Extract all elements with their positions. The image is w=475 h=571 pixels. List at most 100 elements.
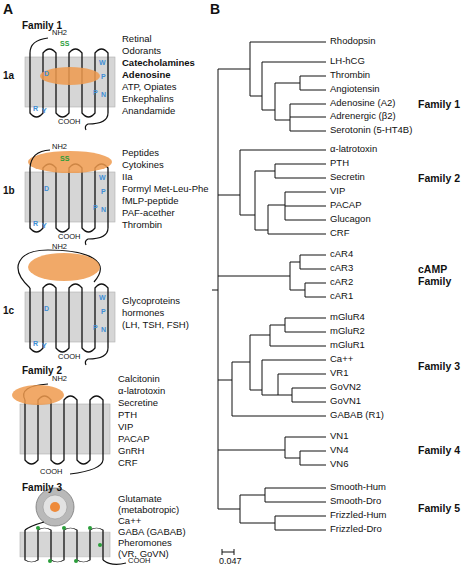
tree-leaf-label: cAR2 — [330, 277, 353, 287]
ligand-name: Glycoproteins — [122, 296, 180, 306]
subfamily-label: 1c — [3, 305, 14, 316]
tree-leaf-label: PTH — [330, 158, 349, 168]
terminus-label: COOH — [58, 233, 81, 241]
ligand-site — [12, 385, 64, 405]
tree-leaf-label: Serotonin (5-HT4B) — [330, 125, 412, 135]
receptor-7tm — [25, 49, 115, 117]
receptor-7tm — [25, 164, 115, 232]
ligand-name: Adenosine — [122, 70, 171, 80]
ligand-site — [28, 151, 112, 173]
residue-letter: D — [44, 305, 49, 313]
panel-letter: B — [210, 2, 220, 17]
ligand-name: fMLP-peptide — [122, 196, 179, 206]
terminus-label: COOH — [128, 557, 151, 565]
tree-leaf-label: mGluR4 — [330, 312, 365, 322]
ligand-name: GABA (GABAB) — [118, 527, 186, 537]
family-label: Family 5 — [418, 503, 460, 515]
ligand-name: Calcitonin — [118, 374, 160, 384]
ligand-site — [40, 67, 100, 85]
tree-leaf-label: GoVN2 — [330, 382, 361, 392]
family-label: Family 4 — [418, 445, 460, 457]
tree-leaf-label: Smooth-Dro — [330, 496, 381, 506]
tree-leaf-label: PACAP — [330, 200, 362, 210]
tree-leaf-label: VIP — [330, 186, 345, 196]
ligand-name: Odorants — [122, 46, 161, 56]
residue-letter: R — [33, 340, 38, 348]
terminus-label: COOH — [58, 118, 81, 126]
ligand-name: Catecholamines — [122, 58, 195, 68]
tree-leaf-label: Frizzled-Dro — [330, 524, 382, 534]
residue-letter: W — [99, 59, 106, 67]
ligand-name: PACAP — [118, 434, 150, 444]
tree-leaf-label: Glucagon — [330, 214, 371, 224]
scale-bar — [222, 549, 234, 555]
ligand-name: Glutamate — [118, 494, 162, 504]
residue-letter: R — [33, 220, 38, 228]
ligand-name: Anandamide — [122, 106, 175, 116]
ligand-name: Secretine — [118, 398, 158, 408]
residue-letter: N — [101, 326, 106, 334]
subfamily-label: 1b — [3, 185, 15, 196]
terminus-label: COOH — [58, 353, 81, 361]
terminus-label: COOH — [40, 468, 63, 476]
tree-leaf-label: Ca++ — [330, 354, 353, 364]
ligand-name: Cytokines — [122, 160, 164, 170]
receptor-7tm — [20, 528, 110, 562]
disulfide-label: SS — [60, 155, 69, 163]
terminus-label: NH2 — [52, 29, 67, 37]
tree-leaf-label: Thrombin — [330, 70, 370, 80]
ligand-name: α-latrotoxin — [118, 386, 165, 396]
tree-leaf-label: LH-hCG — [330, 56, 365, 66]
terminus-label: NH2 — [52, 243, 67, 251]
residue-letter: R — [33, 105, 38, 113]
ligand-name: Ca++ — [118, 516, 141, 526]
tree-leaf-label: α-latrotoxin — [330, 144, 377, 154]
tree-leaf-label: Frizzled-Hum — [330, 510, 386, 520]
tree-leaf-label: CRF — [330, 228, 350, 238]
tree-leaf-label: Smooth-Hum — [330, 482, 386, 492]
residue-letter: W — [99, 294, 106, 302]
family-label: Family 1 — [418, 99, 460, 111]
residue-letter: D — [44, 185, 49, 193]
tree-leaf-label: mGluR1 — [330, 340, 365, 350]
receptor-7tm — [25, 284, 115, 352]
tree-leaf-label: VN1 — [330, 431, 348, 441]
tree-leaf-label: GoVN1 — [330, 396, 361, 406]
family-heading: Family 3 — [22, 482, 62, 493]
tree-leaf-label: Angiotensin — [330, 84, 380, 94]
phylogenetic-tree — [212, 42, 326, 530]
residue-letter: Y — [42, 107, 47, 115]
residue-letter: P — [101, 188, 106, 196]
ligand-name: Thrombin — [122, 220, 162, 230]
tree-leaf-label: mGluR2 — [330, 326, 365, 336]
tree-leaf-label: GABAB (R1) — [330, 410, 384, 420]
terminus-label: NH2 — [52, 375, 67, 383]
ligand-name: (LH, TSH, FSH) — [122, 320, 189, 330]
terminus-label: NH2 — [52, 143, 67, 151]
tree-leaf-label: cAR4 — [330, 249, 353, 259]
residue-letter: D — [44, 70, 49, 78]
subfamily-label: 1a — [3, 70, 14, 81]
residue-letter: P — [101, 73, 106, 81]
residue-letter: P — [101, 308, 106, 316]
tree-leaf-label: Adenosine (A2) — [330, 98, 395, 108]
ligand-name: Pheromones — [118, 538, 172, 548]
tree-leaf-label: Rhodopsin — [330, 36, 375, 46]
tree-leaf-label: Adrenergic (β2) — [330, 111, 396, 121]
ligand-name: (metabotropic) — [118, 505, 179, 515]
residue-letter: P — [93, 89, 98, 97]
ligand-name: ATP, Opiates — [122, 82, 177, 92]
panel-letter: A — [3, 2, 13, 17]
receptor-7tm — [20, 396, 110, 464]
ligand-name: Formyl Met-Leu-Phe — [122, 184, 209, 194]
tree-leaf-label: Secretin — [330, 172, 365, 182]
ligand-name: Retinal — [122, 34, 152, 44]
residue-letter: Y — [42, 342, 47, 350]
residue-letter: N — [101, 91, 106, 99]
ligand-name: VIP — [118, 422, 133, 432]
residue-letter: Y — [42, 222, 47, 230]
ligand-name: CRF — [118, 458, 138, 468]
tree-leaf-label: cAR1 — [330, 291, 353, 301]
residue-letter: N — [101, 206, 106, 214]
